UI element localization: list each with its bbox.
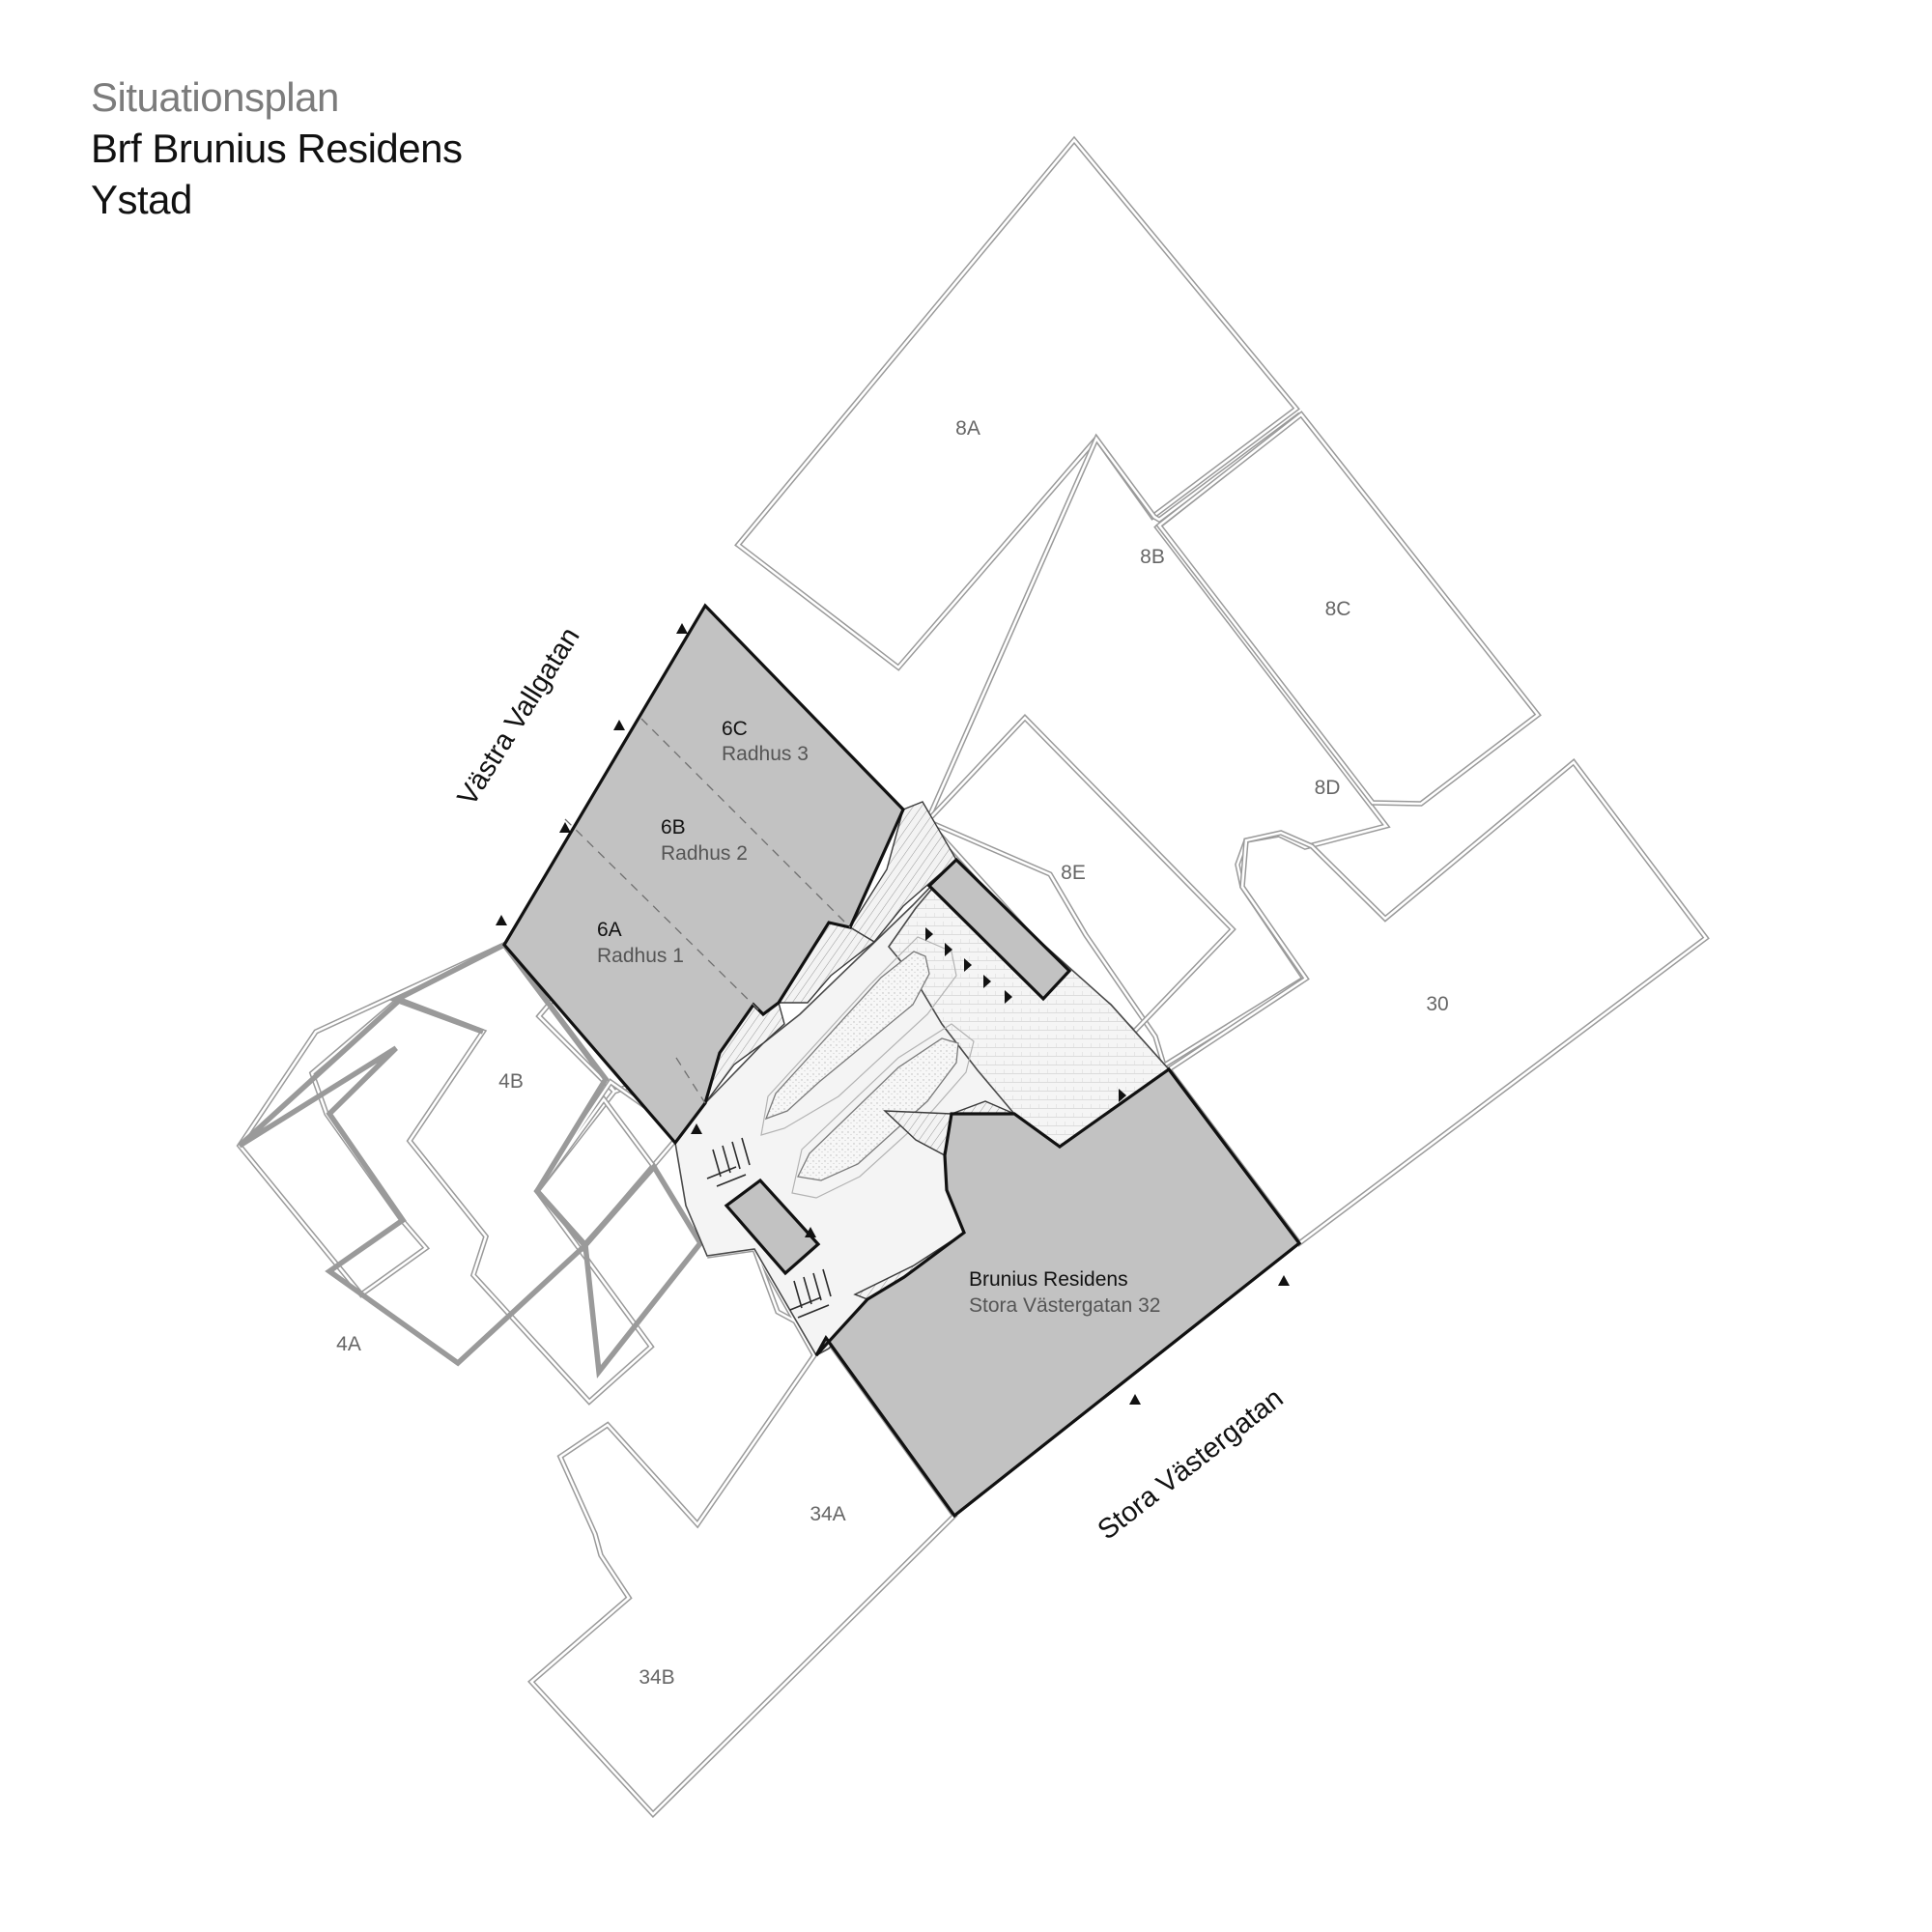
lot-label-8c: 8C (1325, 598, 1351, 620)
paved-path (887, 858, 1171, 1148)
arrow-shed (805, 1227, 816, 1237)
arrow-6c-mid (613, 720, 625, 730)
arrow-courtyard-w (691, 1123, 702, 1134)
courtyard-kerb (760, 936, 957, 1136)
title-block: Situationsplan Brf Brunius Residens Ysta… (91, 71, 463, 225)
lot-label-34a: 34A (810, 1503, 845, 1525)
townhouse-block (502, 603, 905, 1146)
owned-buildings (502, 603, 1302, 1519)
arrow-court-6 (1119, 1089, 1126, 1102)
townhouse-6c-label: 6C Radhus 3 (722, 718, 809, 765)
city-label: Ystad (91, 177, 192, 222)
bike-parking-south (789, 1268, 832, 1319)
unit-id-6b: 6B (661, 816, 686, 838)
arrow-court-5 (1005, 990, 1012, 1004)
arrow-court-4 (983, 975, 991, 988)
arrow-6c-top (676, 623, 688, 634)
ramp-6c (849, 801, 957, 943)
unit-name-6c: Radhus 3 (722, 743, 809, 765)
main-building-name: Brunius Residens (969, 1268, 1128, 1291)
lot-label-8e: 8E (1061, 862, 1086, 884)
project-title: Brf Brunius Residens (91, 126, 463, 171)
lot-label-4b: 4B (498, 1070, 524, 1093)
bike-icon (706, 1166, 747, 1187)
arrow-court-3 (964, 958, 972, 972)
bike-icon (793, 1268, 832, 1309)
lot-8c-outline (1155, 411, 1542, 807)
courtyard-kerb-2 (791, 1023, 975, 1199)
planting-bed-south (797, 1037, 959, 1181)
unit-divider-6c-6b (640, 718, 851, 928)
outbuilding-8e-court (926, 857, 1072, 1002)
arrow-court-1 (925, 927, 933, 941)
townhouse-6b-label: 6B Radhus 2 (661, 816, 748, 865)
lot-label-8d: 8D (1315, 777, 1341, 799)
main-building-address: Stora Västergatan 32 (969, 1294, 1160, 1317)
unit-name-6b: Radhus 2 (661, 842, 748, 865)
neighbour-lots (236, 135, 1710, 1818)
lot-label-8a: 8A (955, 417, 980, 440)
arrow-main-east (1278, 1275, 1290, 1286)
bike-parking-west (706, 1137, 751, 1187)
lot-30-outline (1165, 758, 1710, 1247)
bike-icon (789, 1296, 830, 1319)
bike-icon (712, 1137, 751, 1178)
unit-id-6c: 6C (722, 718, 748, 740)
townhouse-6a-label: 6A Radhus 1 (597, 919, 684, 967)
lot-label-4a: 4A (336, 1333, 361, 1355)
street-label-stora-vastergatan: Stora Västergatan (1093, 1382, 1290, 1546)
main-building-brunius (814, 1066, 1302, 1519)
plan-type-label: Situationsplan (91, 74, 339, 120)
street-label-vastra-vallgatan: Västra Vallgatan (452, 622, 586, 811)
lot-4a-outline (238, 941, 704, 1378)
main-building-edge (824, 1068, 1302, 1519)
lot-label-8b: 8B (1140, 546, 1165, 568)
entrance-arrows (496, 623, 1290, 1405)
planting-bed-north (764, 951, 930, 1121)
arrow-6b (559, 822, 571, 833)
arrow-court-2 (945, 943, 952, 956)
lot-label-30: 30 (1426, 993, 1448, 1015)
unit-name-6a: Radhus 1 (597, 945, 684, 967)
unit-id-6a: 6A (597, 919, 622, 941)
arrow-stora-vastergatan (1129, 1394, 1141, 1405)
outbuilding-bike-shed (724, 1178, 821, 1276)
arrow-6a (496, 915, 507, 925)
lot-label-34b: 34B (639, 1666, 674, 1689)
main-building-label: Brunius Residens Stora Västergatan 32 (969, 1268, 1160, 1317)
lot-8a-outline (734, 135, 1300, 671)
